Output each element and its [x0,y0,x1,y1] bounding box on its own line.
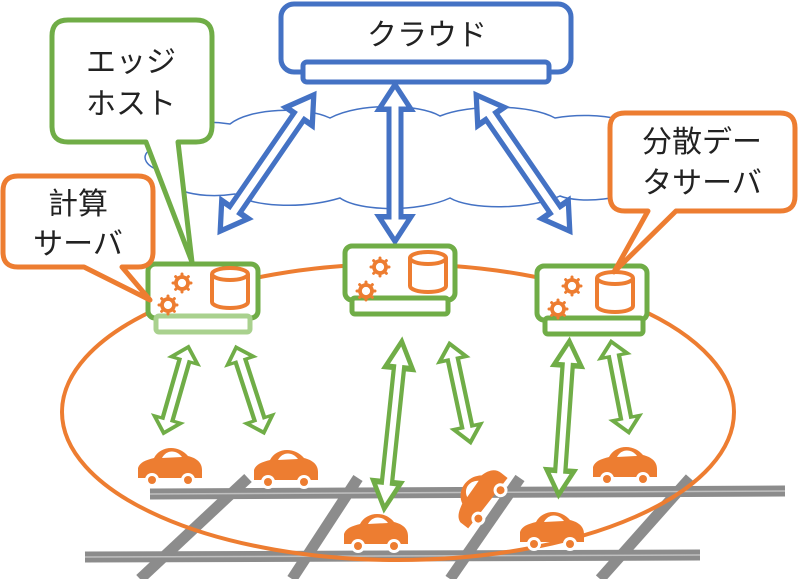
green-arrow [436,341,484,445]
callout-data-server-line1: 分散デー [642,125,762,160]
edge-host-left [145,261,261,335]
callout-compute-server: 計算 サーバ [0,173,156,303]
car-icon [254,449,318,489]
callout-edge-host-line2: ホスト [86,87,176,122]
callout-edge-host-line1: エッジ [86,45,176,80]
callout-compute-server-line2: サーバ [33,227,123,262]
database-icon [595,270,635,314]
callout-data-server-line2: タサーバ [642,166,762,201]
green-arrow [223,343,277,437]
green-arrow [598,339,642,435]
callout-edge-host: エッジ ホスト [49,17,215,265]
edge-host-right [534,263,650,337]
edge-vehicle-arrows [151,339,643,510]
cloud-node: クラウド [278,1,574,85]
callout-data-server: 分散デー タサーバ [607,110,798,275]
callout-compute-server-line1: 計算 [48,187,108,222]
database-icon [408,250,448,294]
car-icon [344,513,408,553]
green-arrow [545,340,583,496]
car-icon [593,446,657,486]
edge-host-center [342,243,458,317]
cloud-edge-arrows [207,85,583,242]
green-arrow [371,340,416,510]
cloud-outline [144,105,665,210]
green-arrow [151,343,202,437]
database-icon [210,266,250,310]
car-icon [138,447,202,487]
cloud-label: クラウド [367,18,487,53]
